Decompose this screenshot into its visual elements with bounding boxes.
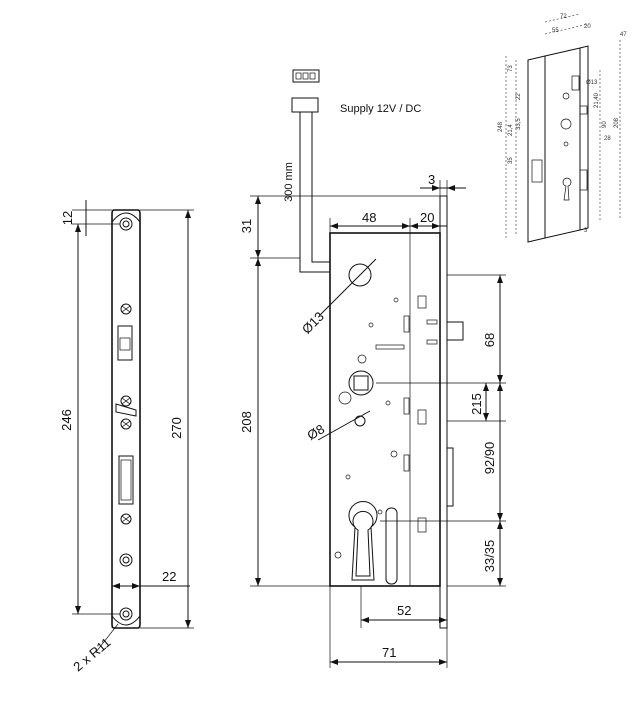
thumb-dim-208: 208	[614, 117, 620, 128]
perspective-thumbnail: 72 55 20 47 73 22 Ø13 21,40 28 248 21,4 …	[498, 13, 627, 243]
dead-bolt	[446, 447, 454, 507]
latch-bolt	[446, 321, 464, 341]
follower-hole	[348, 263, 372, 287]
thumb-dim-22: 22	[516, 93, 522, 100]
thumb-dim-73: 73	[508, 65, 514, 72]
thumb-dim-47: 47	[620, 32, 627, 38]
dim-33-35: 33/35	[482, 540, 497, 573]
supply-label: Supply 12V / DC	[340, 103, 421, 115]
thumb-dim-72: 72	[560, 14, 567, 20]
screw-hole	[119, 217, 133, 231]
cable	[299, 112, 330, 273]
dim-48: 48	[362, 210, 376, 225]
lock-body: Supply 12V / DC 300 mm	[239, 69, 506, 668]
lock-case	[329, 232, 441, 587]
cable-length-label: 300 mm	[283, 162, 295, 202]
dim-215: 215	[469, 393, 484, 415]
front-plate-outline	[111, 209, 141, 629]
forend-plate	[439, 195, 448, 629]
screw-hole	[120, 395, 132, 407]
dim-68: 68	[482, 333, 497, 347]
dim-3: 3	[428, 172, 435, 187]
thumb-dim-13: Ø13	[586, 80, 598, 86]
screw-hole	[120, 513, 132, 525]
dim-246: 246	[59, 409, 74, 431]
screw-hole	[120, 303, 132, 315]
small-hole	[354, 415, 366, 427]
thumb-dim-28: 28	[604, 136, 611, 142]
dim-92-90: 92/90	[482, 442, 497, 475]
auxiliary-latch	[115, 403, 137, 417]
latch-opening	[117, 325, 133, 361]
dim-12: 12	[60, 211, 75, 225]
thumb-dim-35: 35	[508, 157, 514, 164]
bolt-opening	[118, 455, 134, 505]
dim-208: 208	[239, 411, 254, 433]
spindle-hub	[348, 370, 374, 396]
thumb-dim-33-5: 33,5	[516, 118, 522, 130]
connector-plug	[292, 69, 320, 83]
cylinder-cutout	[348, 501, 378, 581]
thumb-dim-248: 248	[498, 121, 504, 132]
thumb-dim-55: 55	[552, 28, 559, 34]
cam-slot	[385, 507, 398, 585]
thumb-dim-3: 3	[584, 228, 588, 234]
dim-71: 71	[382, 645, 396, 660]
dim-22: 22	[162, 569, 176, 584]
screw-hole	[119, 553, 133, 567]
thumb-dim-20: 20	[584, 24, 591, 30]
thumb-dim-21-40: 21,40	[594, 92, 600, 108]
screw-hole	[120, 418, 132, 430]
dim-20: 20	[420, 210, 434, 225]
dim-31: 31	[239, 219, 254, 233]
dim-270: 270	[169, 417, 184, 439]
cable-connector	[291, 97, 319, 113]
thumb-dim-90: 90	[602, 121, 608, 128]
dim-small-hole: Ø8	[304, 421, 327, 443]
screw-hole	[119, 607, 133, 621]
dim-52: 52	[397, 603, 411, 618]
front-plate: 270 246 12 22 2 x R11	[59, 200, 194, 674]
thumb-dim-21-4: 21,4	[508, 124, 514, 136]
dim-radius: 2 x R11	[70, 635, 113, 675]
